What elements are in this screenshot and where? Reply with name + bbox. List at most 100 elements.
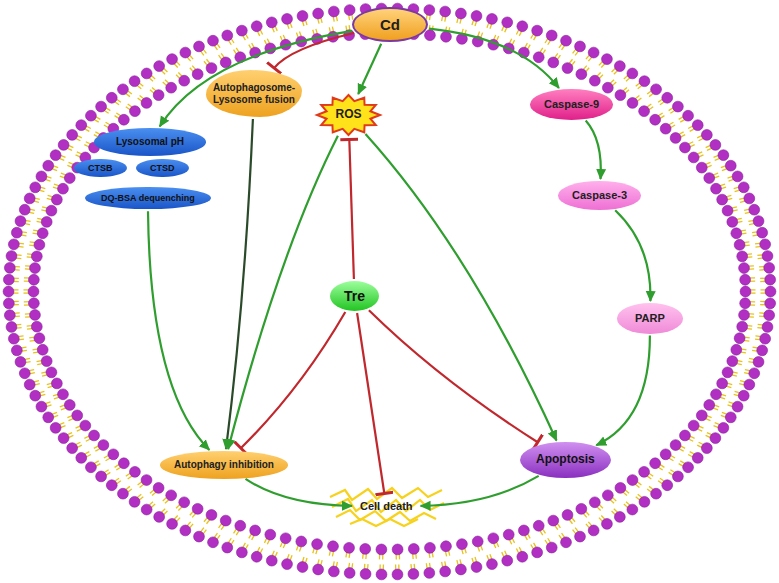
lipid-head: [457, 539, 468, 550]
cathepsin-ellipse: CTSB: [74, 159, 127, 177]
lipid-head: [392, 544, 403, 555]
lipid-head: [732, 401, 743, 412]
lipid-head: [360, 543, 371, 554]
lipid-head: [503, 529, 514, 540]
lipid-head: [58, 389, 69, 400]
lipid-head: [692, 452, 703, 463]
lipid-head: [141, 504, 152, 515]
lipid-head: [194, 531, 205, 542]
lipid-head: [533, 520, 544, 531]
lipid-head: [765, 286, 776, 297]
lipid-head: [3, 298, 14, 309]
parp-ellipse: PARP: [617, 303, 683, 334]
lipid-head: [738, 182, 749, 193]
lipid-head: [688, 420, 699, 431]
lipid-head: [266, 555, 277, 566]
lipid-head: [118, 488, 129, 499]
lipid-head: [51, 378, 62, 389]
ros-burst: ROS: [317, 95, 380, 135]
lipid-head: [589, 75, 600, 86]
lipid-head: [532, 547, 543, 558]
lipid-head: [4, 262, 15, 273]
lipid-head: [710, 139, 721, 150]
lipid-head: [129, 496, 140, 507]
node-label: Lysosomal pH: [116, 136, 184, 148]
lipid-head: [106, 92, 117, 103]
lipid-head: [208, 537, 219, 548]
lipid-head: [749, 204, 760, 215]
lipid-head: [312, 539, 323, 550]
caspase-ellipse: Caspase-3: [558, 181, 641, 210]
node-label: ROS: [335, 108, 361, 122]
lipid-head: [471, 11, 482, 22]
lipid-head: [455, 8, 466, 19]
lipid-head: [762, 251, 773, 262]
lipid-head: [282, 14, 293, 25]
lipid-head: [192, 503, 203, 514]
node-label: CTSB: [88, 163, 113, 173]
lipid-head: [167, 518, 178, 529]
lipid-head: [30, 263, 41, 274]
lipid-head: [30, 390, 41, 401]
lipid-head: [711, 389, 722, 400]
lipid-head: [64, 173, 75, 184]
lipid-head: [30, 182, 41, 193]
lipid-head: [58, 183, 69, 194]
lipid-head: [727, 216, 738, 227]
node-label: Apoptosis: [536, 453, 595, 467]
lipid-head: [737, 251, 748, 262]
lipid-head: [344, 5, 355, 16]
lipid-head: [360, 569, 371, 580]
lipid-head: [471, 562, 482, 573]
lipid-head: [46, 205, 57, 216]
outcome-ellipse: Apoptosis: [520, 442, 611, 478]
lipid-head: [344, 568, 355, 579]
lipid-head: [472, 536, 483, 547]
lipid-head: [518, 525, 529, 536]
lipid-head: [546, 30, 557, 41]
node-label: Caspase-9: [544, 98, 599, 111]
lipid-bilayer: [3, 3, 776, 580]
lipid-head: [43, 160, 54, 171]
lipid-head: [673, 471, 684, 482]
lipid-head: [179, 497, 190, 508]
lipid-head: [660, 123, 671, 134]
lipid-head: [4, 310, 15, 321]
node-label: Cd: [380, 16, 400, 33]
lipid-head: [166, 82, 177, 93]
node-label: CTSD: [150, 163, 175, 173]
lipid-head: [251, 21, 262, 32]
lipid-head: [739, 263, 750, 274]
lipid-head: [236, 547, 247, 558]
lipid-head: [561, 537, 572, 548]
lipid-head: [696, 162, 707, 173]
lipid-head: [24, 379, 35, 390]
lipid-head: [732, 171, 743, 182]
lipid-head: [30, 310, 41, 321]
lipid-head: [740, 274, 751, 285]
lysosome-ellipse: Lysosomal pH: [94, 128, 206, 156]
lipid-head: [588, 47, 599, 58]
lipid-head: [376, 544, 387, 555]
lipid-head: [154, 61, 165, 72]
lipid-head: [3, 274, 14, 285]
lipid-head: [517, 551, 528, 562]
lipid-head: [108, 449, 119, 460]
lipid-head: [251, 551, 262, 562]
lipid-head: [130, 106, 141, 117]
lipid-head: [19, 368, 30, 379]
lipid-head: [696, 410, 707, 421]
lipid-head: [141, 68, 152, 79]
lipid-head: [392, 569, 403, 580]
lipid-head: [562, 510, 573, 521]
lipid-head: [744, 379, 755, 390]
lipid-head: [64, 400, 75, 411]
lipid-head: [282, 559, 293, 570]
lipid-head: [58, 139, 69, 150]
lipid-head: [639, 466, 650, 477]
lipid-head: [673, 101, 684, 112]
lipid-head: [31, 251, 42, 262]
lipid-head: [704, 173, 715, 184]
lipid-head: [15, 356, 26, 367]
